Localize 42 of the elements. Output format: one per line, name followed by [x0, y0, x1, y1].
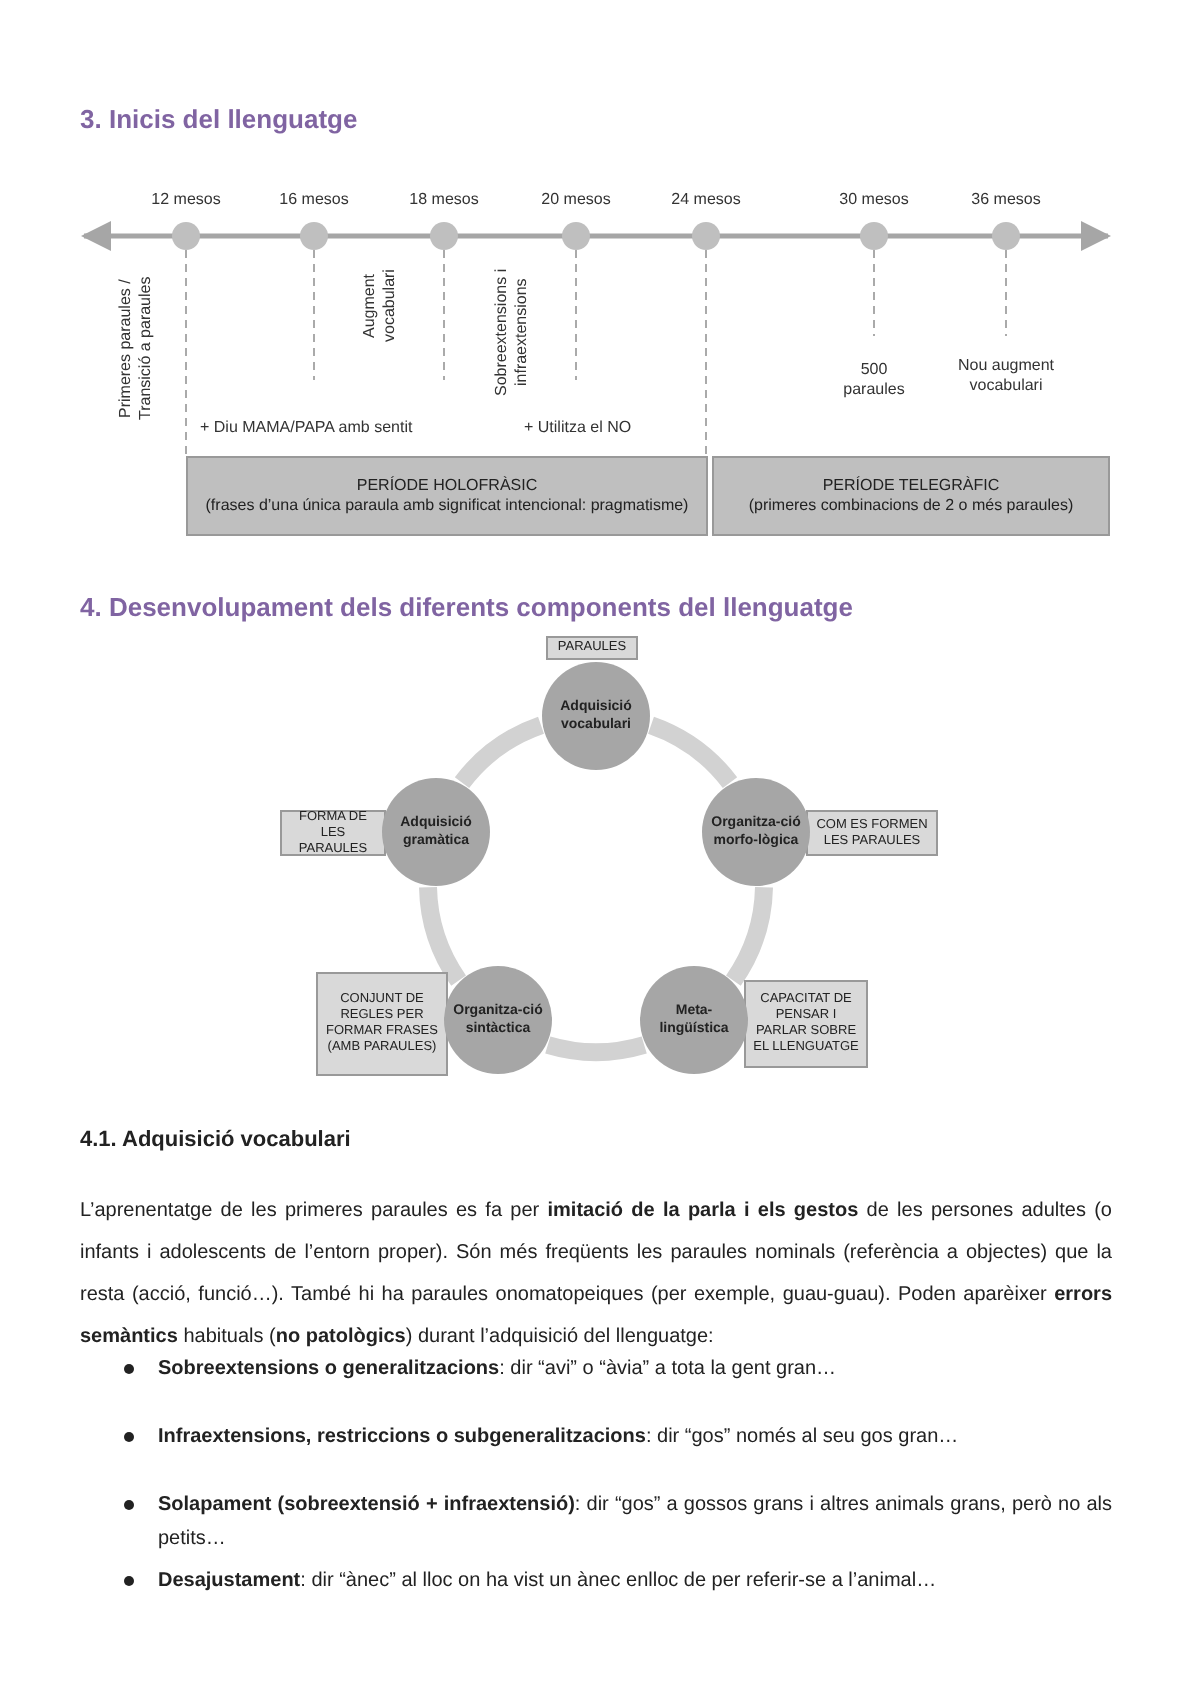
ring-arc	[419, 886, 467, 986]
month-label: 18 mesos	[407, 190, 481, 210]
milestone-dot	[992, 222, 1020, 250]
month-label: 12 mesos	[149, 190, 223, 210]
body-paragraph: L’aprenentatge de les primeres paraules es fa per imitació de la parla i els gestos de les persones adultes (o infants i adolescents de l’entorn proper). Són més freqüents les paraules nominals (referència a objectes) que la resta (acció, funció…). També hi ha paraules onomatopeiques (per exemple, guau-guau). Poden aparèixer errors semàntics habituals (no patològics) durant l’adquisició del llenguatge:	[80, 1198, 1112, 1352]
period-title: PERÍODE HOLOFRÀSIC	[356, 476, 538, 496]
bullet-text: Sobreextensions o generalitzacions: dir “avi” o “àvia” a tota la gent gran…	[158, 1356, 839, 1384]
ring-arc	[647, 716, 737, 789]
month-label: 30 mesos	[837, 190, 911, 210]
milestone-dot	[300, 222, 328, 250]
timeline-note: Sobreextensions i infraextensions	[492, 266, 532, 400]
milestone-dot	[562, 222, 590, 250]
month-label: 16 mesos	[277, 190, 351, 210]
milestone-dot	[692, 222, 720, 250]
period-band	[712, 456, 1110, 536]
section-heading: 3. Inicis del llenguatge	[80, 104, 358, 134]
period-band	[186, 456, 708, 536]
milestone-dot	[430, 222, 458, 250]
timeline-note: + Utilitza el NO	[524, 418, 632, 438]
milestone-dot	[860, 222, 888, 250]
subsection-heading: 4.1. Adquisició vocabulari	[80, 1128, 351, 1152]
timeline-note: Primeres paraules / Transició a paraules	[116, 274, 156, 424]
bullet-text: Solapament (sobreextensió + infraextensió): dir “gos” a gossos grans i altres animals grans, però no als petits…	[158, 1492, 1112, 1554]
bullet-text: Infraextensions, restriccions o subgeneralitzacions: dir “gos” només al seu gos gran…	[158, 1424, 961, 1452]
period-description: (primeres combinacions de 2 o més paraules)	[748, 496, 1074, 516]
bullet-text: Desajustament: dir “ànec” al lloc on ha vist un ànec enlloc de per referir-se a l’animal…	[158, 1568, 939, 1596]
ring-arc	[455, 716, 545, 789]
timeline-note: Augment vocabulari	[360, 267, 400, 347]
month-label: 36 mesos	[969, 190, 1043, 210]
milestone-dot	[172, 222, 200, 250]
period-description: (frases d’una única paraula amb significat intencional: pragmatisme)	[205, 496, 689, 516]
timeline-note: + Diu MAMA/PAPA amb sentit	[200, 418, 413, 438]
ring-arc	[545, 1036, 647, 1061]
timeline-note: 500 paraules	[841, 360, 907, 400]
timeline-note: Nou augment vocabulari	[956, 356, 1056, 396]
period-title: PERÍODE TELEGRÀFIC	[822, 476, 1000, 496]
dashed-connector	[185, 249, 187, 457]
month-label: 24 mesos	[669, 190, 743, 210]
dashed-connector	[705, 249, 707, 457]
section-heading: 4. Desenvolupament dels diferents components del llenguatge	[80, 592, 853, 622]
ring-arc	[725, 886, 773, 986]
month-label: 20 mesos	[539, 190, 613, 210]
